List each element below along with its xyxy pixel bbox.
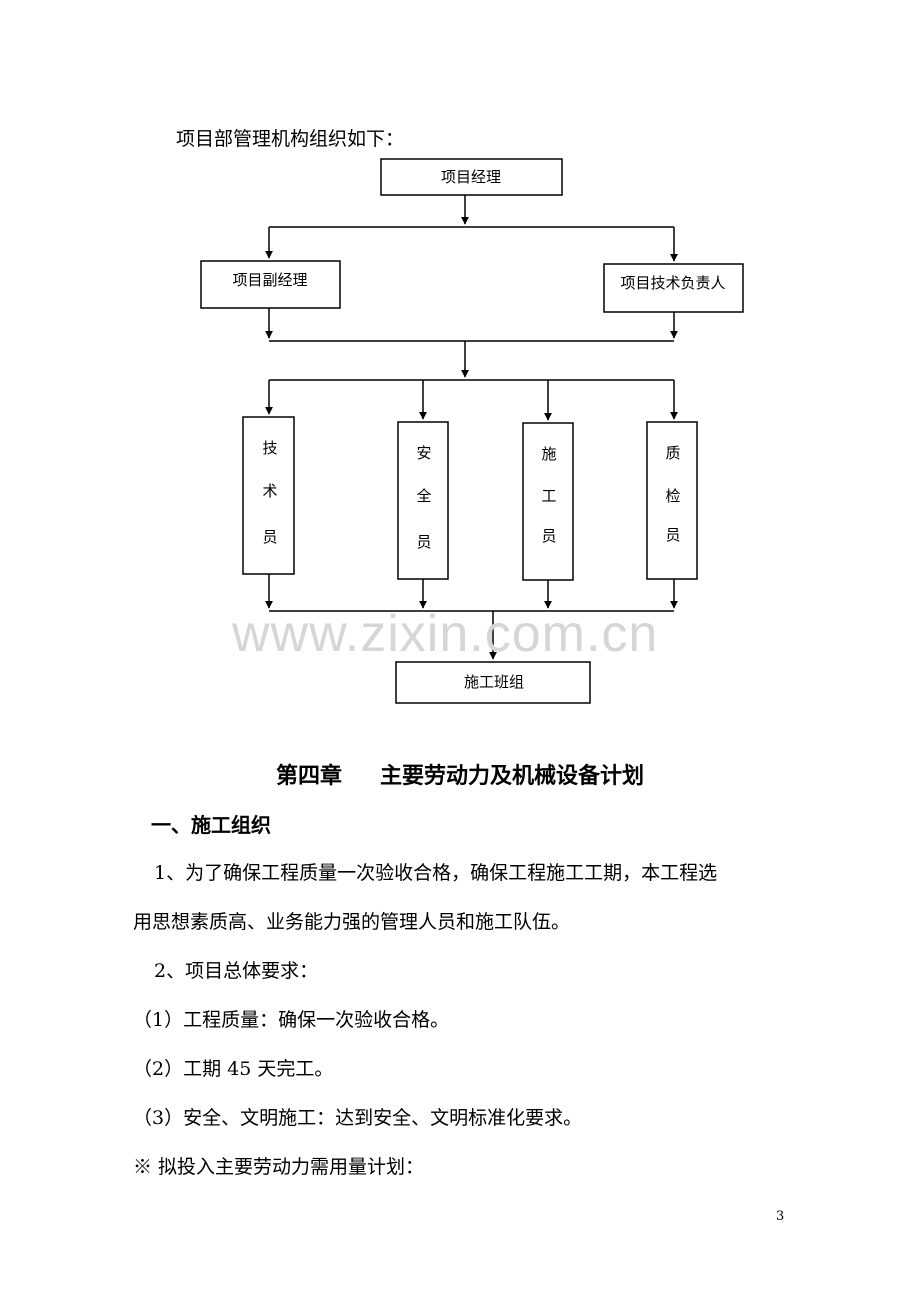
chapter-number: 第四章 xyxy=(275,763,342,789)
manager-label: 项目经理 xyxy=(441,168,501,186)
deputy-manager-label: 项目副经理 xyxy=(232,271,307,289)
team-label: 施工班组 xyxy=(464,673,524,691)
staff-char: 质 xyxy=(665,444,680,462)
staff-char: 工 xyxy=(541,487,556,505)
staff-char: 技 xyxy=(262,439,277,457)
plan-heading: ※ 拟投入主要劳动力需用量计划： xyxy=(133,1156,425,1178)
team-box xyxy=(395,661,591,704)
deputy-manager-box xyxy=(200,260,341,309)
staff-box-quality xyxy=(646,421,698,580)
requirement-item: （3）安全、文明施工：达到安全、文明标准化要求。 xyxy=(133,1107,583,1129)
intro-text: 项目部管理机构组织如下： xyxy=(176,128,405,150)
staff-char: 员 xyxy=(665,526,680,544)
watermark: www.zixin.com.cn xyxy=(232,605,659,663)
paragraph-line: 2、项目总体要求： xyxy=(154,960,319,982)
requirement-item: （2）工期 45 天完工。 xyxy=(133,1058,334,1080)
section-title: 一、施工组织 xyxy=(151,813,271,837)
paragraph-line: 1、为了确保工程质量一次验收合格，确保工程施工工期，本工程选 xyxy=(154,862,718,884)
staff-char: 术 xyxy=(262,482,277,500)
chapter-heading: 第四章 主要劳动力及机械设备计划 xyxy=(0,758,920,790)
tech-lead-label: 项目技术负责人 xyxy=(620,274,725,292)
chapter-title: 主要劳动力及机械设备计划 xyxy=(380,763,645,789)
page-number: 3 xyxy=(776,1209,785,1224)
staff-char: 安 xyxy=(416,444,431,462)
org-chart: 项目经理 项目副经理 项目技术负责人 技 术 员 安 全 员 施 工 员 质 检… xyxy=(200,158,744,704)
requirement-item: （1）工程质量：确保一次验收合格。 xyxy=(133,1009,450,1031)
staff-char: 检 xyxy=(665,487,680,505)
staff-char: 员 xyxy=(416,533,431,551)
staff-char: 施 xyxy=(541,445,556,463)
staff-char: 员 xyxy=(541,527,556,545)
paragraph-line: 用思想素质高、业务能力强的管理人员和施工队伍。 xyxy=(133,911,571,933)
staff-char: 员 xyxy=(262,528,277,546)
staff-char: 全 xyxy=(416,487,431,505)
manager-box xyxy=(380,158,563,196)
